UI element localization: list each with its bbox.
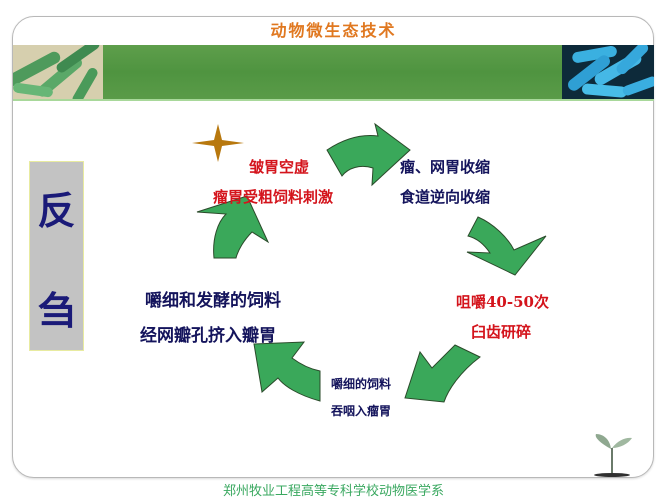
rumination-label-box: 反 刍 (29, 161, 84, 351)
step2-line2: 食道逆向收缩 (400, 188, 491, 206)
arrow-bottom-up-icon (253, 341, 321, 402)
star-icon (192, 124, 244, 162)
slide-footer: 郑州牧业工程高等专科学校动物医学系 (222, 484, 444, 499)
step3-line2: 臼齿研碎 (471, 323, 532, 341)
arrow-bottom-left-icon (404, 344, 481, 403)
step3-line1: 咀嚼40-50次 (456, 293, 549, 311)
arrow-left-up-icon (196, 195, 270, 259)
seedling-icon (594, 434, 632, 477)
step5-line2: 经网瓣孔挤入瓣胃 (140, 326, 276, 346)
step4-line2: 吞咽入瘤胃 (331, 404, 392, 418)
step5-line1: 嚼细和发酵的饲料 (145, 291, 281, 311)
rumination-char-1: 反 (37, 188, 76, 233)
arrow-right-down-icon (466, 216, 547, 276)
step4-line1: 嚼细的饲料 (331, 377, 392, 391)
rumination-char-2: 刍 (37, 288, 76, 333)
bacteria-image-left (13, 45, 103, 99)
bacteria-image-right (562, 45, 654, 99)
step2-line1: 瘤、网胃收缩 (400, 158, 491, 176)
step1-line1: 皱胃空虚 (249, 158, 310, 176)
step1-line2: 瘤胃受粗饲料刺激 (213, 188, 334, 206)
header-banner (13, 45, 654, 101)
arrow-top-right-icon (326, 122, 411, 187)
slide-header-title: 动物微生态技术 (270, 21, 397, 40)
